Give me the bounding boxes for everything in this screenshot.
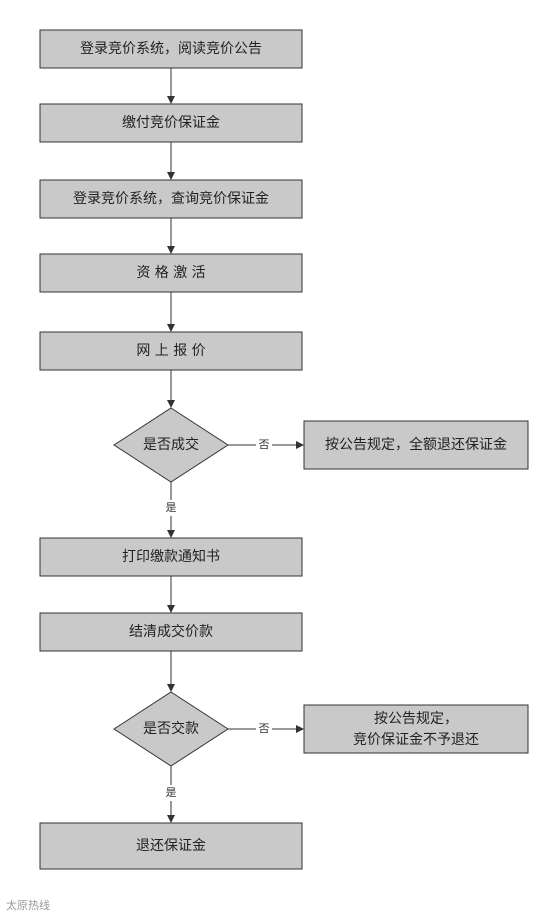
watermark-text: 太原热线 bbox=[6, 899, 50, 912]
step-print-notice-label: 打印缴款通知书 bbox=[122, 548, 220, 565]
step-login-read-label: 登录竞价系统，阅读竞价公告 bbox=[80, 40, 262, 57]
edge-yes-label: 是 bbox=[166, 501, 177, 514]
decision-deal-label: 是否成交 bbox=[143, 436, 199, 453]
edge-no-label: 否 bbox=[259, 722, 270, 735]
step-login-query: 登录竞价系统，查询竞价保证金 bbox=[39, 179, 303, 219]
edge-yes-label: 是 bbox=[166, 786, 177, 799]
edge-no-label: 否 bbox=[259, 438, 270, 451]
step-bid-online: 网 上 报 价 bbox=[39, 331, 303, 371]
step-activate-label: 资 格 激 活 bbox=[136, 264, 205, 281]
step-settle-price: 结清成交价款 bbox=[39, 612, 303, 652]
step-full-refund: 按公告规定，全额退还保证金 bbox=[303, 420, 529, 470]
step-pay-deposit: 缴付竞价保证金 bbox=[39, 103, 303, 143]
step-bid-online-label: 网 上 报 价 bbox=[136, 343, 205, 359]
decision-payment-label: 是否交款 bbox=[143, 720, 199, 737]
step-print-notice: 打印缴款通知书 bbox=[39, 537, 303, 577]
step-no-refund-line2: 竞价保证金不予退还 bbox=[353, 731, 479, 748]
step-activate: 资 格 激 活 bbox=[39, 253, 303, 293]
step-no-refund: 按公告规定， 竞价保证金不予退还 bbox=[303, 704, 529, 754]
decision-payment: 是否交款 bbox=[113, 691, 229, 767]
step-no-refund-line1: 按公告规定， bbox=[374, 711, 458, 727]
step-pay-deposit-label: 缴付竞价保证金 bbox=[122, 114, 220, 131]
step-login-query-label: 登录竞价系统，查询竞价保证金 bbox=[73, 190, 269, 207]
step-settle-price-label: 结清成交价款 bbox=[129, 623, 213, 640]
step-login-read: 登录竞价系统，阅读竞价公告 bbox=[39, 29, 303, 69]
decision-deal: 是否成交 bbox=[113, 407, 229, 483]
step-refund-deposit: 退还保证金 bbox=[39, 822, 303, 870]
step-full-refund-label: 按公告规定，全额退还保证金 bbox=[325, 436, 507, 453]
watermark: 太原热线 bbox=[6, 897, 50, 913]
step-refund-deposit-label: 退还保证金 bbox=[136, 838, 206, 854]
